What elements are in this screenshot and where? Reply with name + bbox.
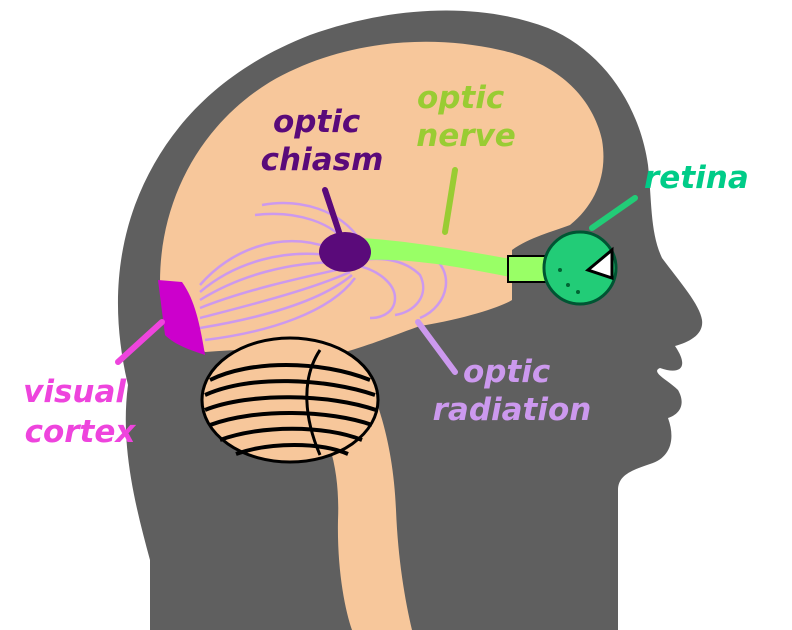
optic-radiation-label-line1: optic: [463, 354, 551, 390]
visual-cortex-label: visual cortex: [23, 374, 137, 450]
optic-chiasm-label-line1: optic: [273, 104, 361, 140]
optic-radiation-label-line2: radiation: [433, 392, 592, 428]
cerebellum: [202, 338, 378, 462]
optic-nerve-canal: [508, 256, 548, 282]
visual-cortex-label-line1: visual: [23, 374, 126, 410]
optic-nerve-label-line2: nerve: [416, 118, 516, 154]
eye: [544, 232, 616, 304]
optic-chiasm-label-line2: chiasm: [261, 142, 384, 178]
optic-chiasm: [319, 232, 371, 272]
visual-cortex-label-line2: cortex: [25, 414, 137, 450]
retina-label: retina: [644, 160, 749, 196]
optic-nerve-label-line1: optic: [417, 80, 505, 116]
